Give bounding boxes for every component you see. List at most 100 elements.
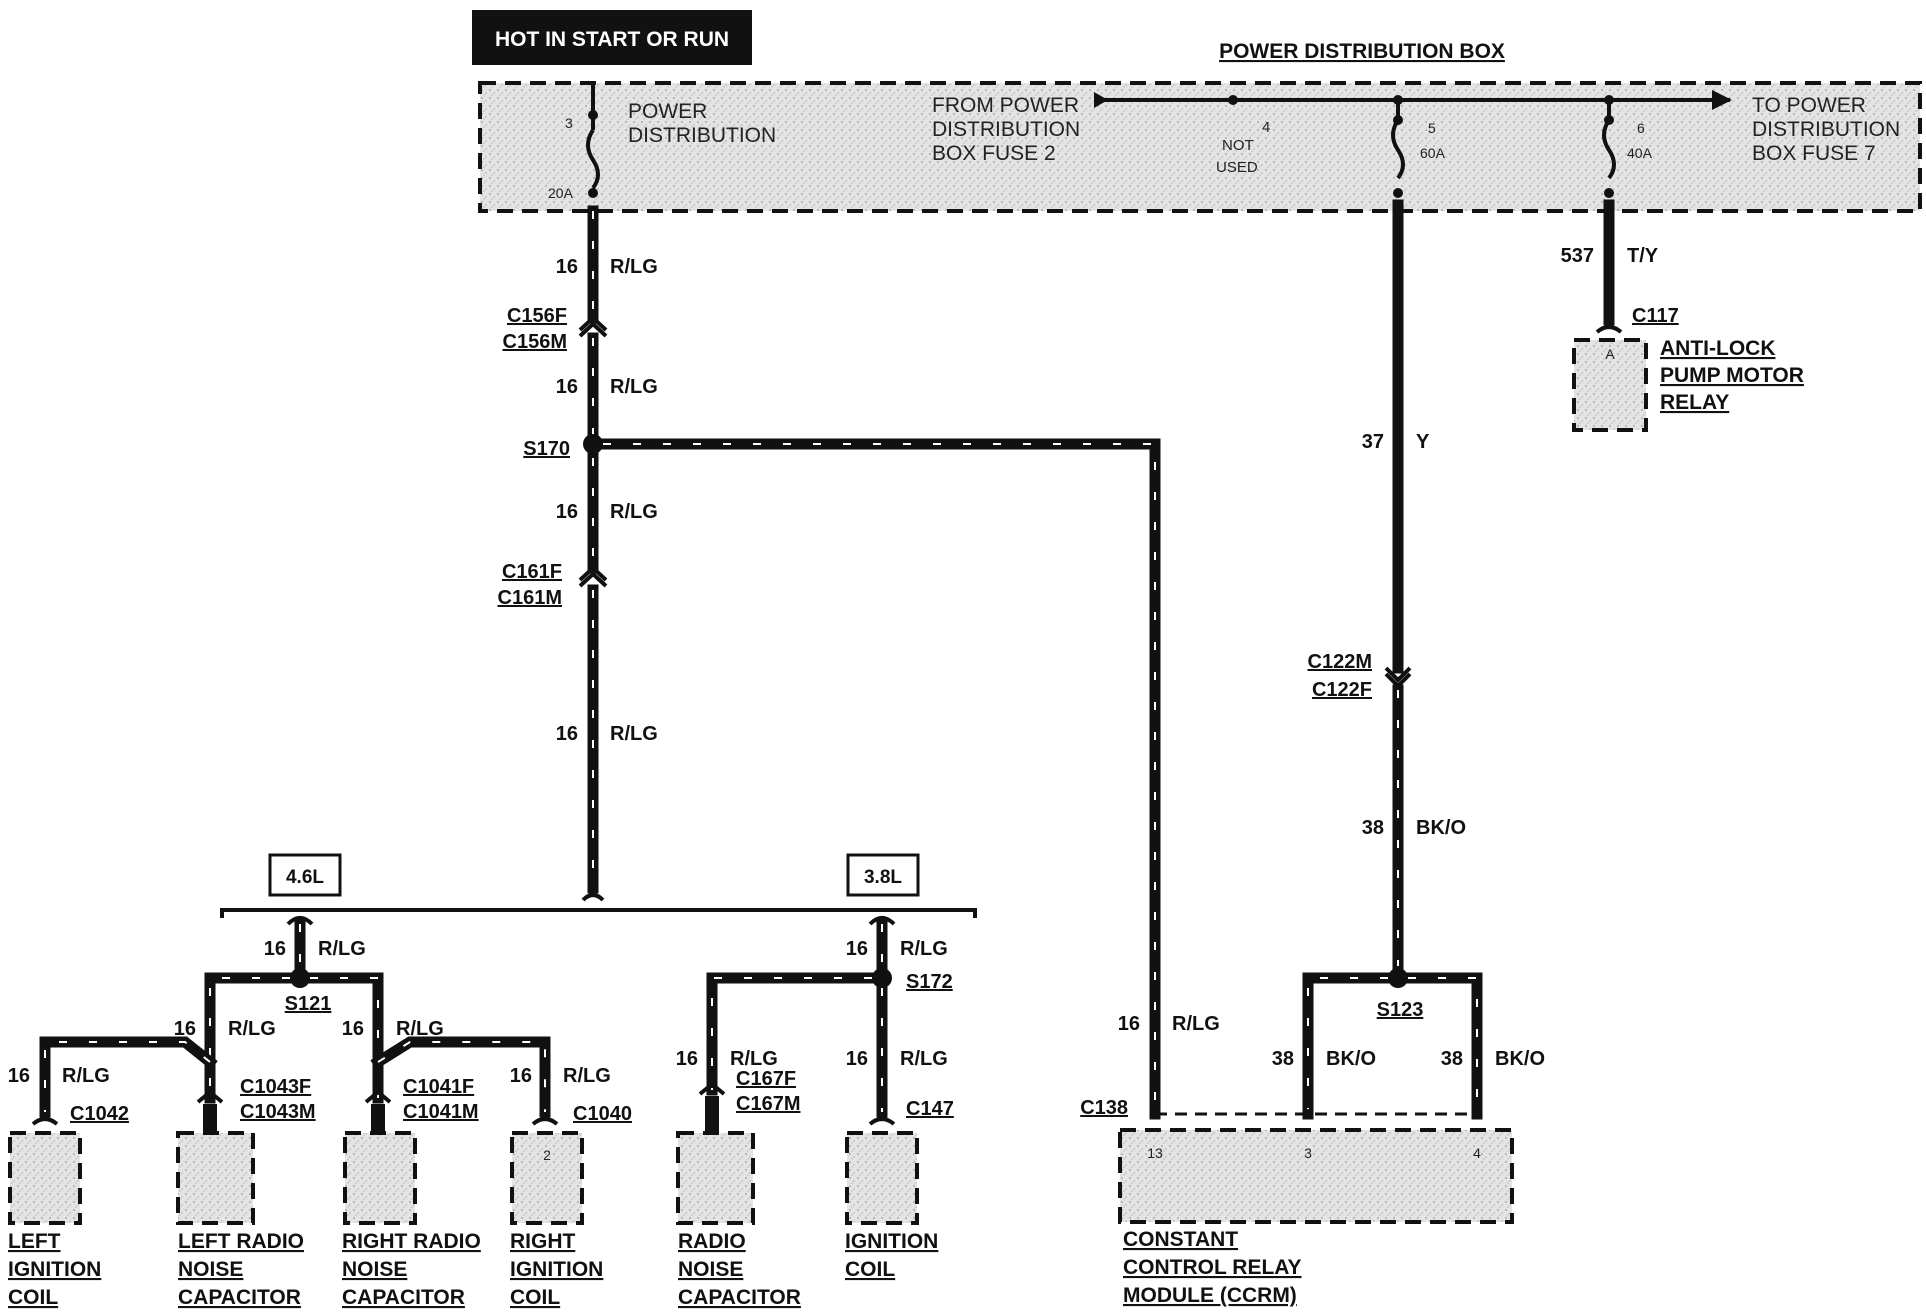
svg-text:R/LG: R/LG — [610, 723, 658, 745]
wire-label-s121: 16 R/LG — [264, 938, 366, 960]
right-ignition-coil-box — [510, 1131, 584, 1225]
anti-lock-pump-motor-relay-box — [1572, 338, 1648, 432]
c147-label: C147 — [906, 1098, 954, 1120]
s172-label: S172 — [906, 971, 953, 993]
svg-text:COIL: COIL — [510, 1286, 560, 1309]
fuse-4: 4 NOT USED — [1216, 119, 1270, 176]
c156f-label: C156F — [507, 305, 567, 327]
pdb-left-text: POWER DISTRIBUTION — [628, 100, 776, 147]
svg-text:CAPACITOR: CAPACITOR — [678, 1286, 801, 1309]
hot-in-start-or-run-label: HOT IN START OR RUN — [472, 10, 752, 65]
anti-lock-pump-motor-relay-label: ANTI-LOCK PUMP MOTOR RELAY — [1660, 337, 1804, 414]
connector-c161 — [578, 565, 608, 588]
c122m-label: C122M — [1308, 651, 1372, 673]
ccrm-label: CONSTANT CONTROL RELAY MODULE (CCRM) — [1123, 1228, 1302, 1307]
svg-text:38: 38 — [1272, 1048, 1294, 1070]
wire-label-w3: 16 R/LG — [556, 501, 658, 523]
wire-label-w2: 16 R/LG — [556, 376, 658, 398]
svg-text:BOX FUSE 7: BOX FUSE 7 — [1752, 142, 1876, 165]
svg-text:R/LG: R/LG — [563, 1065, 611, 1087]
connector-c1043 — [196, 1089, 224, 1134]
svg-text:CAPACITOR: CAPACITOR — [178, 1286, 301, 1309]
wire-label-w1: 16 R/LG — [556, 256, 658, 278]
right-coil-wire — [370, 1036, 551, 1118]
svg-text:38: 38 — [1441, 1048, 1463, 1070]
connector-c156 — [578, 315, 608, 338]
svg-text:R/LG: R/LG — [396, 1018, 444, 1040]
wire-label-38a: 38 BK/O — [1272, 1048, 1376, 1070]
svg-text:4.6L: 4.6L — [286, 867, 324, 888]
wire-label-38: 38 BK/O — [1362, 817, 1466, 839]
svg-text:R/LG: R/LG — [900, 938, 948, 960]
wire-label-s172: 16 R/LG — [846, 938, 948, 960]
c117-label: C117 — [1632, 305, 1679, 327]
svg-text:3: 3 — [565, 115, 573, 131]
c1043f-label: C1043F — [240, 1076, 311, 1098]
svg-text:HOT IN START OR RUN: HOT IN START OR RUN — [495, 28, 729, 51]
svg-text:16: 16 — [264, 938, 286, 960]
svg-text:R/LG: R/LG — [228, 1018, 276, 1040]
wire-label-lic: 16 R/LG — [8, 1065, 110, 1087]
power-distribution-box-title: POWER DISTRIBUTION BOX — [1219, 40, 1505, 63]
s123-branches — [1302, 972, 1483, 1120]
c1042-label: C1042 — [70, 1103, 129, 1125]
svg-text:R/LG: R/LG — [318, 938, 366, 960]
svg-text:16: 16 — [556, 723, 578, 745]
ignition-coil-label: IGNITION COIL — [845, 1230, 938, 1281]
s172-branches — [706, 972, 888, 1118]
wire-label-lrnc: 16 R/LG — [174, 1018, 276, 1040]
ccrm-pin-13: 13 — [1147, 1145, 1163, 1161]
wire-label-rrnc: 16 R/LG — [342, 1018, 444, 1040]
left-radio-noise-capacitor-label: LEFT RADIO NOISE CAPACITOR — [178, 1230, 304, 1309]
svg-text:Y: Y — [1416, 431, 1430, 453]
engine-split-bus — [220, 908, 977, 918]
svg-text:COIL: COIL — [845, 1258, 895, 1281]
s121-label: S121 — [285, 993, 332, 1015]
wire-label-rnc: 16 R/LG — [676, 1048, 778, 1070]
wire-label-ic: 16 R/LG — [846, 1048, 948, 1070]
svg-text:NOISE: NOISE — [342, 1258, 407, 1281]
drop-4-6l-connector — [286, 916, 314, 926]
svg-text:LEFT RADIO: LEFT RADIO — [178, 1230, 304, 1253]
c1041f-label: C1041F — [403, 1076, 474, 1098]
svg-text:16: 16 — [1118, 1013, 1140, 1035]
ccrm-pin-4: 4 — [1473, 1145, 1481, 1161]
svg-text:IGNITION: IGNITION — [845, 1230, 938, 1253]
svg-text:R/LG: R/LG — [730, 1048, 778, 1070]
connector-c167 — [698, 1081, 726, 1134]
radio-noise-capacitor-label: RADIO NOISE CAPACITOR — [678, 1230, 801, 1309]
c167f-label: C167F — [736, 1068, 796, 1090]
ccrm-pin-3-dot — [1303, 1109, 1313, 1119]
pdb-to-text: TO POWER DISTRIBUTION BOX FUSE 7 — [1752, 94, 1900, 165]
c1043m-label: C1043M — [240, 1101, 316, 1123]
svg-text:TO POWER: TO POWER — [1752, 94, 1866, 117]
radio-noise-capacitor-box — [676, 1131, 755, 1225]
wire-label-w4: 16 R/LG — [556, 723, 658, 745]
wire-label-ccrm: 16 R/LG — [1118, 1013, 1220, 1035]
svg-text:CONTROL RELAY: CONTROL RELAY — [1123, 1256, 1302, 1279]
svg-text:MODULE (CCRM): MODULE (CCRM) — [1123, 1284, 1297, 1307]
ccrm-pin-4-dot — [1472, 1109, 1482, 1119]
engine-split-junction — [581, 893, 605, 902]
connector-c1041 — [364, 1089, 392, 1134]
svg-text:16: 16 — [846, 938, 868, 960]
pdb-from-text: FROM POWER DISTRIBUTION BOX FUSE 2 — [932, 94, 1080, 165]
svg-text:R/LG: R/LG — [900, 1048, 948, 1070]
fuse-5: 5 60A — [1391, 115, 1446, 198]
svg-text:BK/O: BK/O — [1416, 817, 1466, 839]
c161m-label: C161M — [498, 587, 562, 609]
svg-text:FROM POWER: FROM POWER — [932, 94, 1079, 117]
wire-label-38b: 38 BK/O — [1441, 1048, 1545, 1070]
c138-label: C138 — [1080, 1097, 1128, 1119]
svg-text:16: 16 — [510, 1065, 532, 1087]
svg-text:3.8L: 3.8L — [864, 867, 902, 888]
c167m-label: C167M — [736, 1093, 800, 1115]
svg-text:DISTRIBUTION: DISTRIBUTION — [932, 118, 1080, 141]
svg-text:5: 5 — [1428, 120, 1436, 136]
svg-text:R/LG: R/LG — [610, 376, 658, 398]
svg-text:16: 16 — [556, 376, 578, 398]
bus-dot-4 — [1228, 95, 1238, 105]
svg-text:16: 16 — [8, 1065, 30, 1087]
svg-text:IGNITION: IGNITION — [8, 1258, 101, 1281]
